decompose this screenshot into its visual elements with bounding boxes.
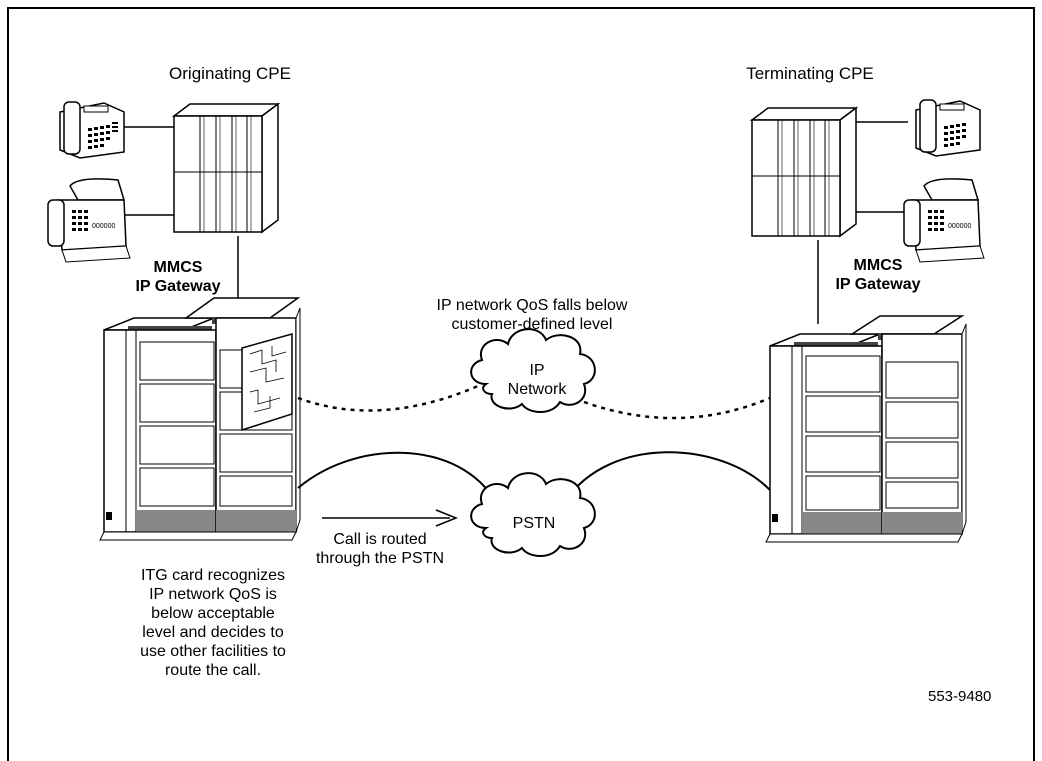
pstn-path-left <box>297 451 501 511</box>
originating-cpe-title: Originating CPE <box>169 64 291 83</box>
gateway-label-line1: MMCS <box>153 259 203 276</box>
ip-path-right <box>583 396 771 420</box>
terminating-gateway-label: MMCS IP Gateway <box>818 256 938 294</box>
routing-arrow-icon <box>322 509 459 527</box>
originating-gateway-cabinet-icon <box>99 297 301 541</box>
ip-network-cloud-icon <box>470 328 596 413</box>
pstn-routing-note: Call is routed through the PSTN <box>310 530 450 568</box>
gateway-label-line2: IP Gateway <box>135 278 221 295</box>
pstn-note-line2: through the PSTN <box>315 550 445 567</box>
pstn-note-line1: Call is routed <box>333 531 427 548</box>
figure-frame <box>7 7 1035 761</box>
ip-network-note: IP network QoS falls below customer-defi… <box>412 296 652 334</box>
ip-network-label: IP Network <box>492 361 582 399</box>
terminating-cpe-cabinet-icon <box>749 106 859 238</box>
itg-note-line: use other facilities to <box>140 643 286 660</box>
fax-display-text: 000000 <box>92 223 115 230</box>
originating-gateway-label: MMCS IP Gateway <box>118 258 238 296</box>
figure-id: 553-9480 <box>928 688 992 705</box>
pstn-path-right <box>565 451 771 501</box>
itg-note-line: route the call. <box>164 662 262 679</box>
pstn-label: PSTN <box>512 515 556 532</box>
ip-path-left <box>297 384 479 412</box>
originating-cpe-cabinet-icon <box>171 102 281 234</box>
itg-note-line: ITG card recognizes <box>140 567 286 584</box>
itg-note-line: level and decides to <box>142 624 284 641</box>
fax-machine-icon: 000000 <box>903 178 985 263</box>
terminating-cpe-title: Terminating CPE <box>746 64 874 83</box>
pstn-cloud-icon <box>470 472 596 557</box>
gateway-label-line1: MMCS <box>853 257 903 274</box>
itg-card-note: ITG card recognizes IP network QoS is be… <box>118 566 308 680</box>
ip-network-note-line2: customer-defined level <box>451 316 613 333</box>
ip-network-label-line1: IP <box>529 362 545 379</box>
telephone-icon <box>915 99 981 157</box>
fax-machine-icon: 000000 <box>47 178 131 263</box>
fax-display-text: 000000 <box>948 223 971 230</box>
terminating-gateway-cabinet-icon <box>765 315 967 543</box>
telephone-icon <box>59 101 125 159</box>
ip-network-note-line1: IP network QoS falls below <box>436 297 628 314</box>
itg-note-line: IP network QoS is <box>149 586 277 603</box>
gateway-label-line2: IP Gateway <box>835 276 921 293</box>
ip-network-label-line2: Network <box>507 381 567 398</box>
itg-note-line: below acceptable <box>151 605 275 622</box>
